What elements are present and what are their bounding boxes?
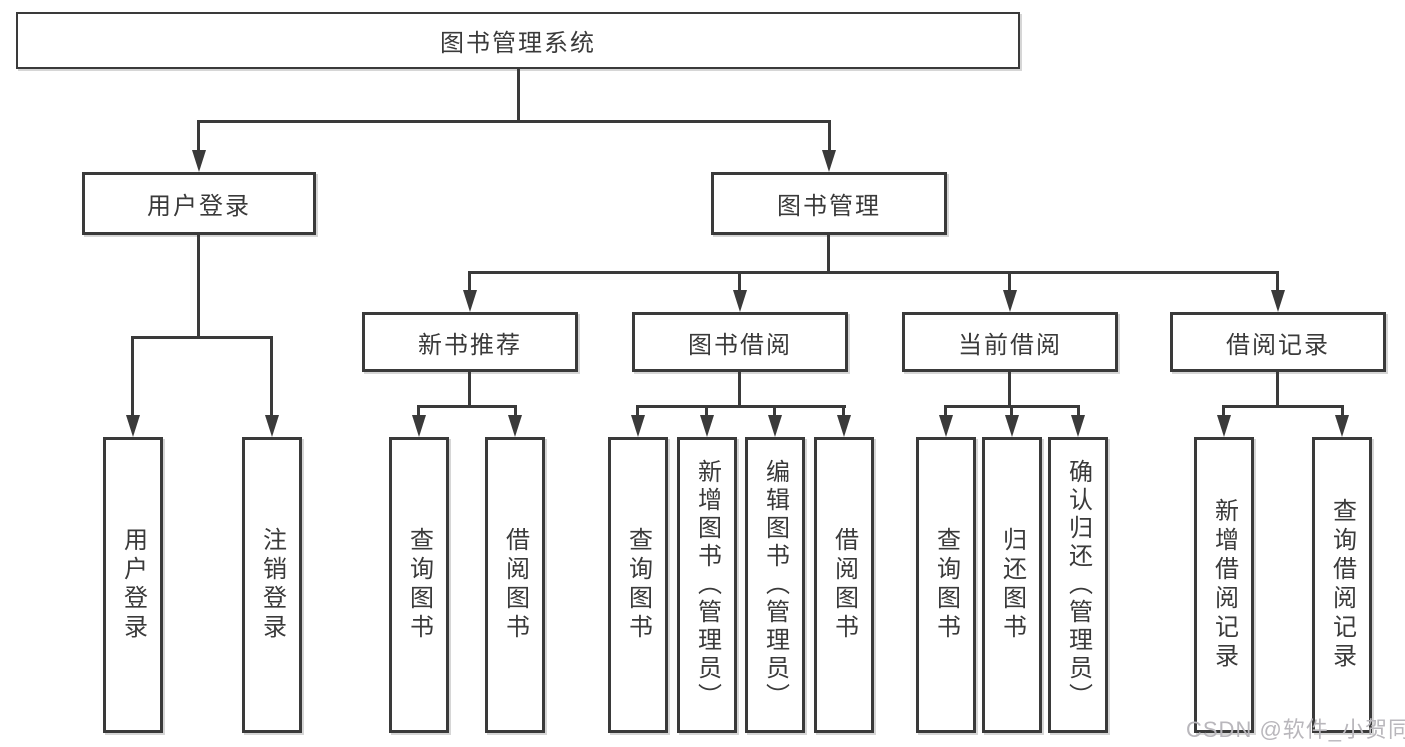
node-label: 查询图书 <box>932 527 960 643</box>
arrow-down-icon <box>412 415 426 437</box>
csdn-watermark: CSDN @软件_小贺同学 <box>1186 717 1405 742</box>
arrow-down-icon <box>508 415 522 437</box>
node-label: 借阅图书 <box>830 527 858 643</box>
connector-line <box>944 405 947 418</box>
node-label: 归还图书 <box>998 527 1026 643</box>
node-label: 用户登录 <box>147 193 251 220</box>
connector-line <box>1010 405 1013 418</box>
leaf-query-books-1: 查询图书 <box>389 437 449 733</box>
node-label: 新增借阅记录 <box>1210 498 1238 672</box>
leaf-logout: 注销登录 <box>242 437 302 733</box>
arrow-down-icon <box>126 415 140 437</box>
connector-line <box>827 235 830 273</box>
connector-line <box>1276 271 1279 293</box>
leaf-query-borrow-record: 查询借阅记录 <box>1312 437 1372 733</box>
arrow-down-icon <box>1071 415 1085 437</box>
node-label: 借阅图书 <box>501 527 529 643</box>
node-label: 图书管理系统 <box>440 30 596 57</box>
connector-line <box>738 271 741 293</box>
arrow-down-icon <box>631 415 645 437</box>
node-label: 编辑图书（管理员） <box>761 459 789 711</box>
arrow-down-icon <box>939 415 953 437</box>
arrow-down-icon <box>822 150 836 172</box>
connector-line <box>197 120 200 153</box>
node-user-login-module: 用户登录 <box>82 172 316 235</box>
node-label: 注销登录 <box>258 527 286 643</box>
leaf-user-login: 用户登录 <box>103 437 163 733</box>
connector-line <box>842 405 845 418</box>
arrow-down-icon <box>1271 290 1285 312</box>
node-library-management-system: 图书管理系统 <box>16 12 1020 69</box>
node-book-management-module: 图书管理 <box>711 172 947 235</box>
connector-line <box>1341 405 1344 418</box>
node-label: 借阅记录 <box>1226 331 1330 359</box>
connector-line <box>738 372 741 408</box>
connector-line <box>131 336 134 418</box>
connector-line <box>1008 372 1011 408</box>
node-label: 图书管理 <box>777 193 881 220</box>
connector-line <box>468 271 1279 274</box>
leaf-query-books-3: 查询图书 <box>916 437 976 733</box>
arrow-down-icon <box>1335 415 1349 437</box>
connector-line <box>1077 405 1080 418</box>
arrow-down-icon <box>1005 415 1019 437</box>
node-label: 用户登录 <box>119 527 147 643</box>
node-label: 新书推荐 <box>418 331 522 359</box>
connector-line <box>1222 405 1344 408</box>
connector-line <box>131 336 273 339</box>
leaf-edit-books-admin: 编辑图书（管理员） <box>745 437 805 733</box>
leaf-query-books-2: 查询图书 <box>608 437 668 733</box>
node-label: 图书借阅 <box>688 331 792 359</box>
arrow-down-icon <box>192 150 206 172</box>
connector-line <box>1276 372 1279 408</box>
connector-line <box>197 120 831 123</box>
connector-line <box>1222 405 1225 418</box>
arrow-down-icon <box>768 415 782 437</box>
connector-line <box>517 69 520 120</box>
node-label: 查询借阅记录 <box>1328 498 1356 672</box>
node-current-borrow: 当前借阅 <box>902 312 1118 372</box>
connector-line <box>468 271 471 293</box>
leaf-borrow-books-1: 借阅图书 <box>485 437 545 733</box>
connector-line <box>270 336 273 418</box>
node-book-borrow: 图书借阅 <box>632 312 848 372</box>
node-label: 查询图书 <box>624 527 652 643</box>
leaf-add-books-admin: 新增图书（管理员） <box>677 437 737 733</box>
arrow-down-icon <box>733 290 747 312</box>
leaf-confirm-return-admin: 确认归还（管理员） <box>1048 437 1108 733</box>
connector-line <box>636 405 846 408</box>
node-new-book-recommend: 新书推荐 <box>362 312 578 372</box>
connector-line <box>468 372 471 408</box>
connector-line <box>636 405 639 418</box>
arrow-down-icon <box>837 415 851 437</box>
connector-line <box>828 120 831 153</box>
arrow-down-icon <box>1217 415 1231 437</box>
connector-line <box>1008 271 1011 293</box>
connector-line <box>514 405 517 418</box>
node-label: 查询图书 <box>405 527 433 643</box>
node-label: 新增图书（管理员） <box>693 459 721 711</box>
arrow-down-icon <box>265 415 279 437</box>
arrow-down-icon <box>463 290 477 312</box>
connector-line <box>417 405 517 408</box>
arrow-down-icon <box>1003 290 1017 312</box>
leaf-add-borrow-record: 新增借阅记录 <box>1194 437 1254 733</box>
leaf-return-books: 归还图书 <box>982 437 1042 733</box>
connector-line <box>773 405 776 418</box>
leaf-borrow-books-2: 借阅图书 <box>814 437 874 733</box>
connector-line <box>197 235 200 338</box>
node-borrow-records: 借阅记录 <box>1170 312 1386 372</box>
arrow-down-icon <box>700 415 714 437</box>
connector-line <box>705 405 708 418</box>
connector-line <box>417 405 420 418</box>
node-label: 当前借阅 <box>958 331 1062 359</box>
node-label: 确认归还（管理员） <box>1064 459 1092 711</box>
